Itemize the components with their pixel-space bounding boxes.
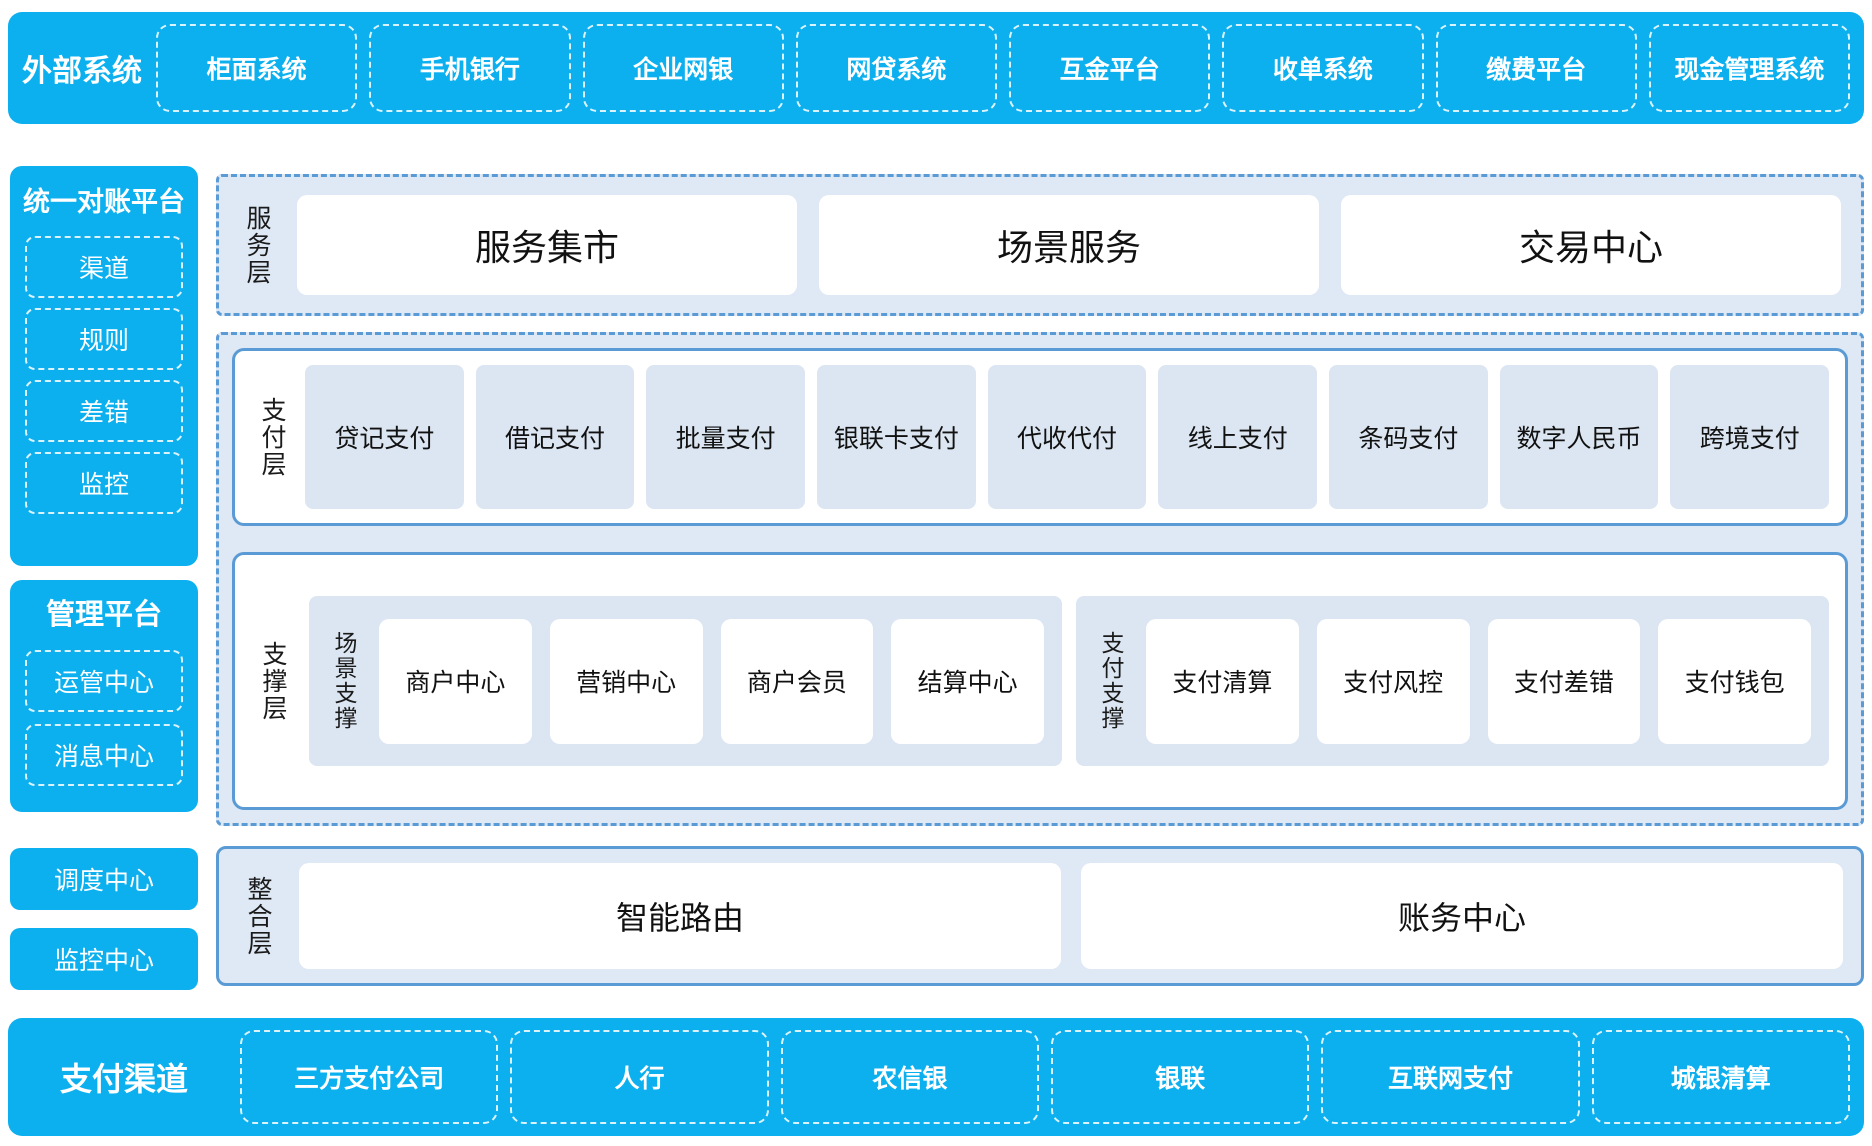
external-systems-list: 柜面系统 手机银行 企业网银 网贷系统 互金平台 收单系统 缴费平台 现金管理系… (156, 12, 1864, 124)
payment-item-debit[interactable]: 借记支付 (475, 365, 635, 509)
payment-channel-item[interactable]: 农信银 (780, 1030, 1039, 1124)
sidebar-item-dispatch-center[interactable]: 调度中心 (10, 848, 198, 910)
external-system-item[interactable]: 柜面系统 (156, 24, 358, 112)
service-item-transaction-center[interactable]: 交易中心 (1341, 195, 1841, 295)
sidebar-item-channel[interactable]: 渠道 (25, 236, 183, 298)
payment-channel-item[interactable]: 三方支付公司 (240, 1030, 499, 1124)
sidebar-item-monitor-center[interactable]: 监控中心 (10, 928, 198, 990)
integration-layer-box: 整合层 智能路由 账务中心 (216, 846, 1864, 986)
support-group-payment: 支付支撑 支付清算 支付风控 支付差错 支付钱包 (1076, 596, 1829, 766)
external-system-item[interactable]: 收单系统 (1222, 24, 1424, 112)
support-layer-box: 支撑层 场景支撑 商户中心 营销中心 商户会员 结算中心 支付支撑 支付清算 支… (232, 552, 1848, 810)
support-item-payment-clearing[interactable]: 支付清算 (1146, 618, 1299, 744)
payment-channel-item[interactable]: 城银清算 (1591, 1030, 1850, 1124)
reconciliation-platform-title: 统一对账平台 (23, 187, 185, 217)
external-system-item[interactable]: 企业网银 (582, 24, 784, 112)
payment-layer-box: 支付层 贷记支付 借记支付 批量支付 银联卡支付 代收代付 线上支付 条码支付 … (232, 348, 1848, 526)
support-item-merchant-center[interactable]: 商户中心 (379, 618, 532, 744)
payment-item-unionpay-card[interactable]: 银联卡支付 (817, 365, 976, 509)
payment-channel-item[interactable]: 互联网支付 (1321, 1030, 1580, 1124)
integration-item-smart-routing[interactable]: 智能路由 (299, 863, 1061, 969)
support-item-merchant-member[interactable]: 商户会员 (720, 618, 874, 744)
support-item-payment-risk[interactable]: 支付风控 (1316, 618, 1470, 744)
external-system-item[interactable]: 互金平台 (1009, 24, 1211, 112)
external-system-item[interactable]: 缴费平台 (1435, 24, 1637, 112)
sidebar-item-monitor[interactable]: 监控 (25, 452, 183, 514)
service-item-marketplace[interactable]: 服务集市 (297, 195, 797, 295)
support-group-scenario: 场景支撑 商户中心 营销中心 商户会员 结算中心 (309, 596, 1062, 766)
payment-item-collection-payment[interactable]: 代收代付 (987, 365, 1147, 509)
payment-channels-title: 支付渠道 (59, 1061, 188, 1097)
payment-channel-item[interactable]: 银联 (1050, 1030, 1310, 1124)
payment-channel-item[interactable]: 人行 (510, 1030, 769, 1124)
payment-item-online[interactable]: 线上支付 (1158, 365, 1318, 509)
sidebar-item-message-center[interactable]: 消息中心 (25, 724, 183, 786)
external-system-item[interactable]: 手机银行 (369, 24, 571, 112)
payment-layer-label: 支付层 (258, 396, 286, 478)
sidebar-item-error[interactable]: 差错 (25, 380, 183, 442)
service-layer-panel: 服务层 服务集市 场景服务 交易中心 (216, 174, 1864, 316)
payment-channels-bar: 支付渠道 三方支付公司 人行 农信银 银联 互联网支付 城银清算 (8, 1018, 1864, 1136)
payment-item-credit[interactable]: 贷记支付 (305, 365, 464, 509)
payment-channels-list: 三方支付公司 人行 农信银 银联 互联网支付 城银清算 (240, 1018, 1864, 1136)
service-layer-row: 服务层 服务集市 场景服务 交易中心 (219, 177, 1861, 313)
payment-item-digital-rmb[interactable]: 数字人民币 (1499, 365, 1659, 509)
management-platform-card: 管理平台 运管中心 消息中心 (10, 580, 198, 812)
sidebar-item-rule[interactable]: 规则 (25, 308, 183, 370)
management-platform-title: 管理平台 (45, 599, 162, 631)
external-systems-title: 外部系统 (22, 55, 142, 88)
sidebar-item-operations-center[interactable]: 运管中心 (25, 650, 183, 712)
payment-item-barcode[interactable]: 条码支付 (1329, 365, 1488, 509)
payment-item-batch[interactable]: 批量支付 (646, 365, 806, 509)
support-group-payment-label: 支付支撑 (1098, 631, 1124, 731)
external-system-item[interactable]: 现金管理系统 (1648, 24, 1850, 112)
external-system-item[interactable]: 网贷系统 (795, 24, 997, 112)
service-item-scenario[interactable]: 场景服务 (819, 195, 1319, 295)
service-layer-label: 服务层 (243, 204, 271, 286)
support-group-scenario-label: 场景支撑 (331, 631, 357, 731)
external-systems-bar: 外部系统 柜面系统 手机银行 企业网银 网贷系统 互金平台 收单系统 缴费平台 … (8, 12, 1864, 124)
support-item-settlement-center[interactable]: 结算中心 (891, 618, 1044, 744)
reconciliation-platform-card: 统一对账平台 渠道 规则 差错 监控 (10, 166, 198, 566)
payment-item-cross-border[interactable]: 跨境支付 (1670, 365, 1830, 509)
support-item-marketing-center[interactable]: 营销中心 (549, 618, 703, 744)
integration-layer-label: 整合层 (244, 875, 272, 957)
support-layer-label: 支撑层 (259, 640, 287, 722)
support-item-payment-error[interactable]: 支付差错 (1487, 618, 1641, 744)
support-item-payment-wallet[interactable]: 支付钱包 (1658, 618, 1811, 744)
integration-item-accounting-center[interactable]: 账务中心 (1081, 863, 1843, 969)
